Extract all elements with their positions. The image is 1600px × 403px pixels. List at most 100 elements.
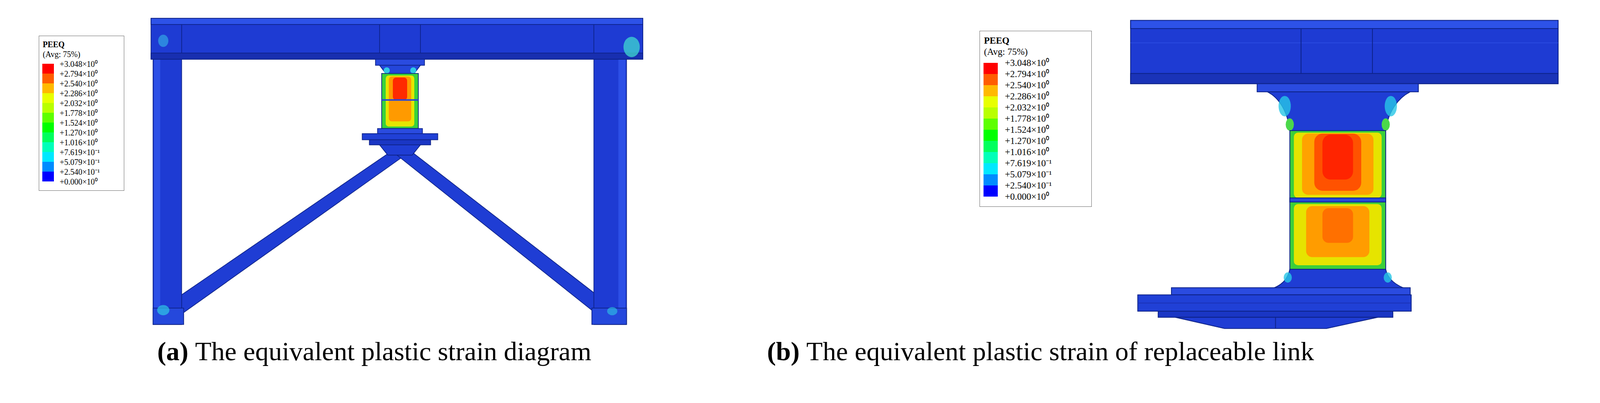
strain-spot bbox=[1383, 272, 1392, 283]
color-band bbox=[983, 62, 998, 75]
legend-title: PEEQ bbox=[983, 35, 1088, 47]
legend-value: +2.032×10⁰ bbox=[42, 98, 121, 109]
color-band bbox=[983, 107, 998, 119]
strain-spot bbox=[1384, 95, 1397, 117]
contour bbox=[1293, 132, 1382, 198]
color-band bbox=[42, 151, 54, 163]
end-plate bbox=[1257, 83, 1419, 92]
legend-value: +3.048×10⁰ bbox=[42, 59, 121, 70]
legend-value: +2.540×10⁻¹ bbox=[983, 179, 1088, 192]
caption-text: The equivalent plastic strain of replace… bbox=[806, 336, 1315, 366]
color-band bbox=[983, 140, 998, 153]
legend-value: +2.540×10⁰ bbox=[983, 79, 1088, 91]
color-band bbox=[42, 102, 54, 114]
legend-subtitle: (Avg: 75%) bbox=[42, 49, 121, 60]
color-band bbox=[983, 73, 998, 86]
stiffener bbox=[381, 99, 419, 101]
contour bbox=[1306, 205, 1370, 257]
strain-spot bbox=[1285, 118, 1294, 131]
gusset bbox=[379, 65, 421, 74]
column bbox=[593, 20, 627, 325]
legend-value: +1.524×10⁰ bbox=[983, 124, 1088, 136]
contour-legend: PEEQ(Avg: 75%)+3.048×10⁰+2.794×10⁰+2.540… bbox=[38, 35, 125, 191]
contour bbox=[1322, 134, 1354, 180]
contour bbox=[1322, 208, 1354, 243]
figure-caption: (b)The equivalent plastic strain of repl… bbox=[767, 334, 1315, 368]
link-close-up bbox=[1130, 20, 1559, 329]
panel-letter: (b) bbox=[767, 336, 800, 366]
color-band bbox=[983, 96, 998, 108]
bolt-plate bbox=[369, 139, 431, 145]
web-edge bbox=[1275, 317, 1277, 329]
legend-value: +1.524×10⁰ bbox=[42, 118, 121, 128]
stiffener bbox=[181, 24, 183, 54]
legend-subtitle: (Avg: 75%) bbox=[983, 46, 1088, 58]
color-band bbox=[42, 142, 54, 153]
legend-value: +1.270×10⁰ bbox=[983, 135, 1088, 147]
color-band bbox=[983, 85, 998, 97]
legend-value: +5.079×10⁻¹ bbox=[983, 168, 1088, 180]
brace bbox=[396, 152, 617, 319]
strain-spot bbox=[1278, 95, 1291, 117]
contour bbox=[392, 77, 408, 100]
legend-value: +2.794×10⁰ bbox=[983, 68, 1088, 80]
strain-spot bbox=[623, 36, 641, 58]
bolt-plate bbox=[1137, 294, 1412, 311]
legend-value: +2.286×10⁰ bbox=[983, 90, 1088, 103]
contour bbox=[1314, 133, 1362, 191]
color-band bbox=[42, 132, 54, 143]
column-flange bbox=[618, 20, 626, 325]
column-flange bbox=[154, 20, 161, 325]
contour-legend: PEEQ(Avg: 75%)+3.048×10⁰+2.794×10⁰+2.540… bbox=[979, 30, 1092, 207]
stiffener bbox=[420, 24, 421, 54]
panel-letter: (a) bbox=[157, 336, 189, 366]
color-band bbox=[42, 93, 54, 104]
top-beam bbox=[1130, 20, 1559, 84]
legend-value: +1.016×10⁰ bbox=[42, 137, 121, 148]
contour bbox=[385, 75, 415, 127]
brace bbox=[159, 152, 405, 319]
stiffener bbox=[593, 24, 595, 54]
bolt-plate bbox=[1158, 310, 1393, 318]
legend-value: +5.079×10⁻¹ bbox=[42, 157, 121, 168]
color-band bbox=[983, 163, 998, 175]
color-band bbox=[42, 171, 54, 182]
color-band bbox=[42, 112, 54, 123]
column bbox=[153, 20, 182, 325]
color-band bbox=[983, 118, 998, 131]
link-web bbox=[381, 73, 419, 129]
strain-spot bbox=[607, 306, 618, 315]
stiffener bbox=[379, 24, 380, 54]
legend-title: PEEQ bbox=[42, 39, 121, 50]
color-band bbox=[42, 73, 54, 84]
end-plate bbox=[375, 59, 425, 66]
legend-value: +7.619×10⁻¹ bbox=[42, 147, 121, 158]
color-band bbox=[42, 122, 54, 133]
stiffener bbox=[1371, 28, 1373, 74]
legend-value: +3.048×10⁰ bbox=[983, 57, 1088, 69]
color-band bbox=[42, 63, 54, 74]
top-beam bbox=[151, 18, 643, 60]
web-edge bbox=[1130, 42, 1559, 44]
color-band bbox=[983, 129, 998, 142]
legend-value: +0.000×10⁰ bbox=[42, 176, 121, 187]
legend-value: +1.778×10⁰ bbox=[983, 113, 1088, 125]
end-plate bbox=[377, 128, 423, 134]
legend-value: +2.032×10⁰ bbox=[983, 102, 1088, 114]
strain-spot bbox=[383, 67, 390, 74]
strain-spot bbox=[158, 34, 169, 47]
color-bar bbox=[983, 62, 998, 197]
end-plate bbox=[1171, 287, 1411, 295]
stiffener bbox=[1289, 197, 1386, 202]
legend-value: +2.540×10⁰ bbox=[42, 78, 121, 89]
stiffener bbox=[1300, 28, 1302, 74]
strain-spot bbox=[410, 67, 417, 74]
beam-flange bbox=[151, 53, 643, 60]
strain-spot bbox=[1381, 118, 1390, 131]
legend-value: +2.286×10⁰ bbox=[42, 88, 121, 99]
caption-text: The equivalent plastic strain diagram bbox=[195, 336, 592, 366]
beam-flange bbox=[1130, 20, 1559, 29]
color-bar bbox=[42, 63, 54, 182]
legend-value: +7.619×10⁻¹ bbox=[983, 157, 1088, 169]
